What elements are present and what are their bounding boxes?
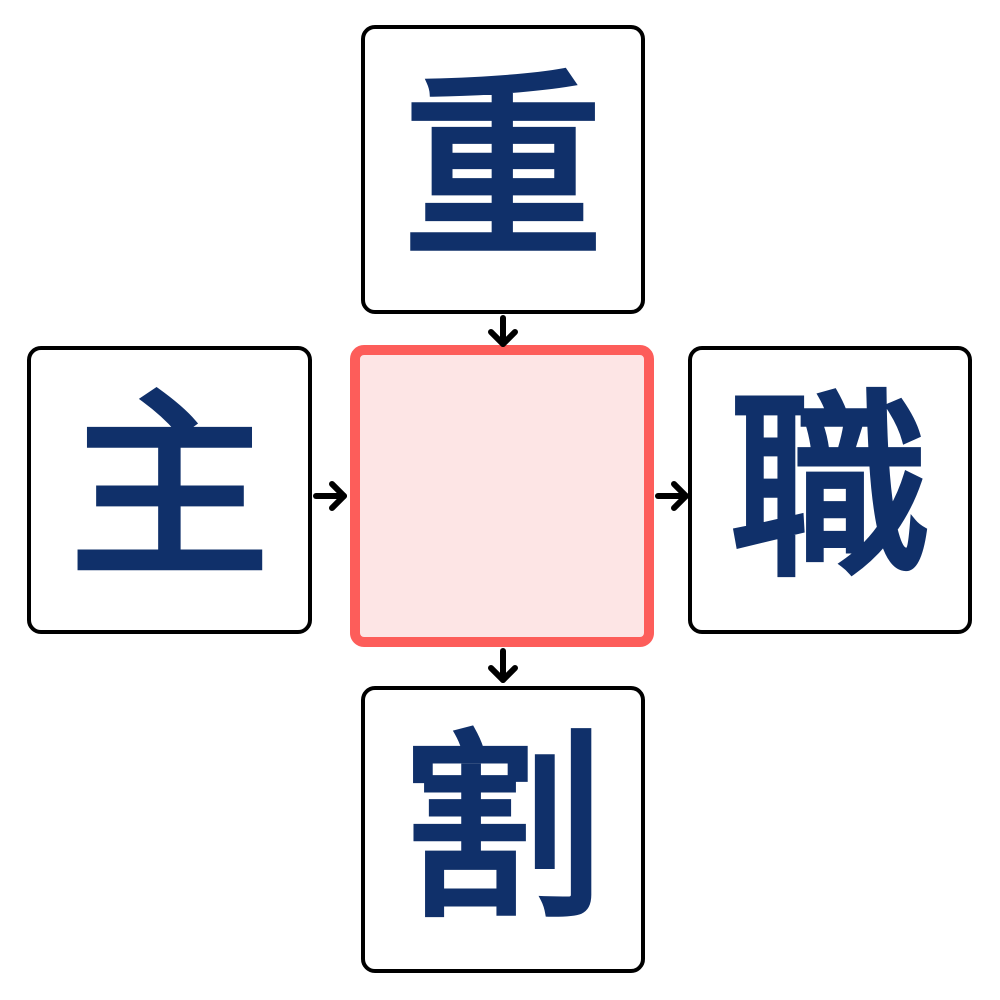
bottom-kanji-box: 割 [361, 686, 645, 973]
top-kanji: 重 [402, 52, 603, 286]
arrow-center-to-right [655, 481, 689, 511]
arrow-top-to-center [488, 315, 518, 347]
arrow-left-to-center [313, 481, 347, 511]
right-kanji: 職 [729, 373, 930, 606]
bottom-kanji: 割 [402, 712, 603, 946]
left-kanji: 主 [69, 373, 270, 606]
arrow-center-to-bottom [488, 648, 518, 683]
center-answer-box[interactable] [350, 345, 654, 647]
top-kanji-box: 重 [361, 25, 645, 314]
right-kanji-box: 職 [688, 346, 972, 634]
left-kanji-box: 主 [27, 346, 312, 634]
